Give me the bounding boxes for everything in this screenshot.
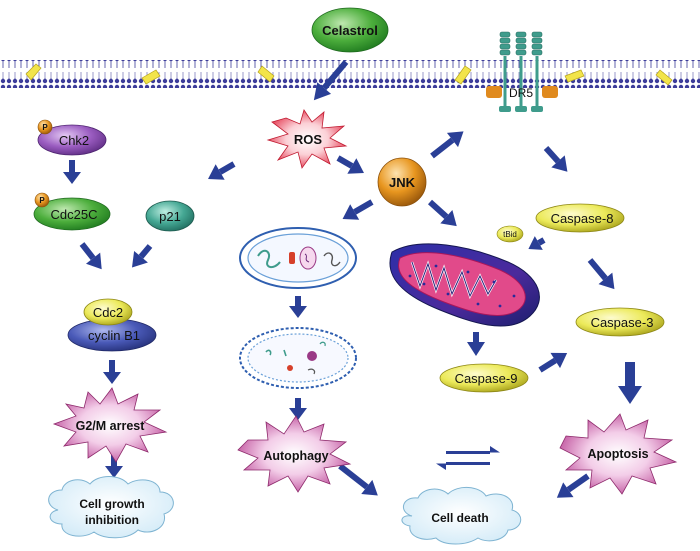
autophagosome-icon xyxy=(239,327,357,389)
caspase8-label: Caspase-8 xyxy=(551,211,614,226)
mitochondrion-icon xyxy=(389,243,540,327)
arrow-jnk-to-dr5 xyxy=(430,131,464,159)
arrow-mitochondria-to-caspase9 xyxy=(467,332,485,356)
cdc25c-phospho-icon xyxy=(34,192,50,208)
arrow-p21-to-cdc2 xyxy=(132,244,153,268)
arrow-caspase9-to-caspase3 xyxy=(538,352,568,373)
dr5-receptor: DR5 xyxy=(486,31,558,112)
arrow-cdc25c-to-cdc2 xyxy=(79,242,102,270)
arrow-jnk-to-mitochondria xyxy=(427,199,457,227)
arrow-caspase3-to-apoptosis xyxy=(618,362,642,404)
chk2-phospho-icon xyxy=(37,119,53,135)
arrow-ros-to-cellcycle xyxy=(208,161,236,180)
cell-death-label: Cell death xyxy=(431,511,488,525)
arrow-tbid-to-mitochondria xyxy=(528,236,546,250)
caspase9-node: Caspase-9 xyxy=(439,363,529,393)
cell-membrane xyxy=(0,60,700,88)
celastrol-node: Celastrol xyxy=(311,7,389,53)
cdc25c-phospho-label: P xyxy=(39,196,45,205)
arrow-chk2-to-cdc25c xyxy=(63,160,81,184)
chk2-label: Chk2 xyxy=(59,133,89,148)
p21-node: p21 xyxy=(145,200,195,232)
jnk-node: JNK xyxy=(377,157,427,207)
equilibrium-arrows xyxy=(436,446,500,470)
arrow-apoptosis-to-celldeath xyxy=(556,473,590,498)
ros-label: ROS xyxy=(294,132,323,147)
cell-death-node: Cell death xyxy=(401,487,522,545)
arrow-autophagosome-to-autophagy xyxy=(289,398,307,420)
arrow-caspase8-to-caspase3 xyxy=(587,258,615,290)
tbid-label: tBid xyxy=(503,230,517,239)
apoptosis-label: Apoptosis xyxy=(587,447,648,461)
g2m-arrest-label: G2/M arrest xyxy=(76,419,146,433)
cyclin-b1-label: cyclin B1 xyxy=(88,328,140,343)
autophagy-node: Autophagy xyxy=(237,415,352,493)
dr5-label: DR5 xyxy=(509,86,533,100)
cell-growth-label-line2: inhibition xyxy=(85,513,139,527)
g2m-arrest-node: G2/M arrest xyxy=(52,387,168,463)
apoptosis-node: Apoptosis xyxy=(559,413,678,495)
arrow-jnk-to-autophagy xyxy=(342,199,374,220)
cdc2-label: Cdc2 xyxy=(93,305,123,320)
jnk-label: JNK xyxy=(389,175,416,190)
caspase8-node: Caspase-8 xyxy=(535,203,625,233)
cdc25c-node: Cdc25C P xyxy=(33,192,111,231)
arrow-cdc2-to-g2m xyxy=(103,360,121,384)
cell-growth-inhibition-node: Cell growth inhibition xyxy=(48,476,174,539)
nucleus-icon xyxy=(239,227,357,289)
chk2-node: Chk2 P xyxy=(37,119,107,156)
cdc2-cyclinb1-complex: cyclin B1 Cdc2 xyxy=(67,298,157,352)
caspase9-label: Caspase-9 xyxy=(455,371,518,386)
autophagy-label: Autophagy xyxy=(263,449,328,463)
arrow-celastrol-to-ros xyxy=(313,60,349,101)
cdc25c-label: Cdc25C xyxy=(51,207,98,222)
arrow-nucleus-to-autophagosome xyxy=(289,296,307,318)
arrow-dr5-to-caspase8 xyxy=(543,145,568,172)
tbid-node: tBid xyxy=(496,225,524,243)
arrow-ros-to-jnk xyxy=(336,155,364,174)
chk2-phospho-label: P xyxy=(42,123,48,132)
p21-label: p21 xyxy=(159,209,181,224)
arrows xyxy=(63,60,642,498)
caspase3-label: Caspase-3 xyxy=(591,315,654,330)
ros-node: ROS xyxy=(266,109,348,169)
celastrol-label: Celastrol xyxy=(322,23,378,38)
arrow-autophagy-to-celldeath xyxy=(338,463,378,496)
caspase3-node: Caspase-3 xyxy=(575,307,665,337)
cell-growth-label-line1: Cell growth xyxy=(79,497,144,511)
